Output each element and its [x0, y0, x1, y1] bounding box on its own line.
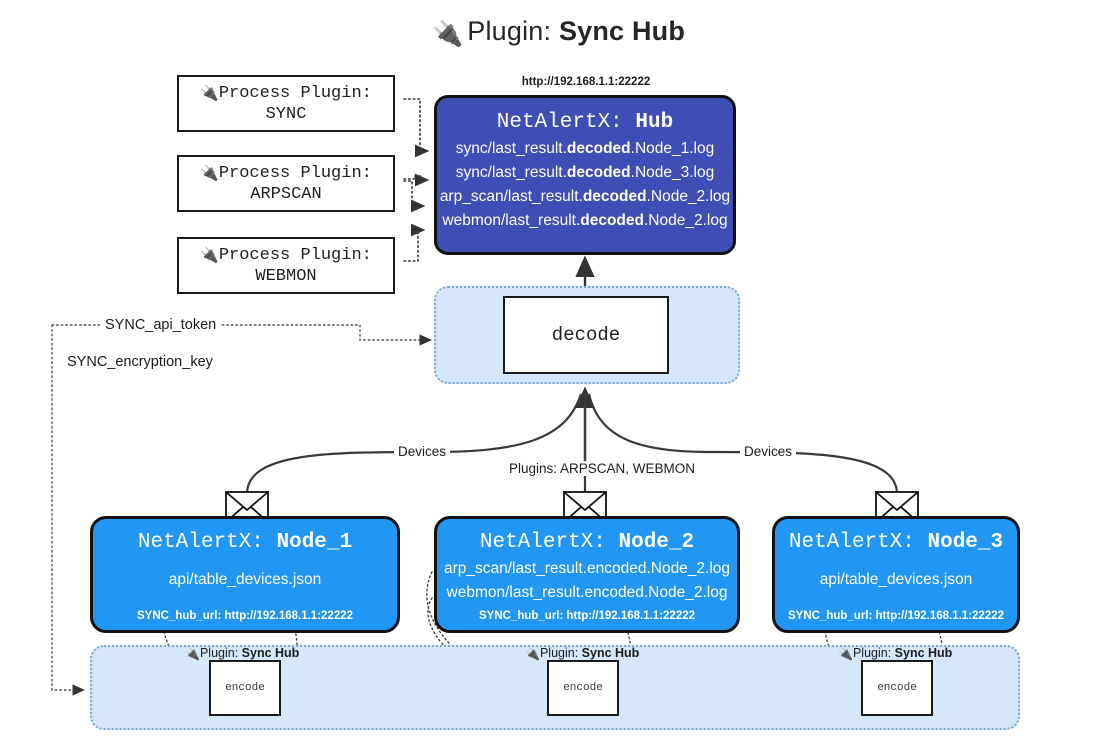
electric-plug-icon: 🔌	[200, 245, 219, 264]
node-resource-line: api/table_devices.json	[168, 571, 322, 588]
page-title: 🔌Plugin: Sync Hub	[0, 16, 1117, 49]
node-card-node2[interactable]: NetAlertX: Node_2 arp_scan/last_result.e…	[434, 516, 740, 633]
node-hub-url: SYNC_hub_url: http://192.168.1.1:22222	[478, 610, 696, 622]
node-hub-url: SYNC_hub_url: http://192.168.1.1:22222	[136, 610, 354, 622]
node-hub-url: SYNC_hub_url: http://192.168.1.1:22222	[787, 610, 1005, 622]
electric-plug-icon: 🔌	[838, 647, 853, 661]
encode-plugin-label: 🔌Plugin: Sync Hub	[525, 646, 640, 661]
encode-plugin-label: 🔌Plugin: Sync Hub	[185, 646, 300, 661]
node-card-node1[interactable]: NetAlertX: Node_1 api/table_devices.json…	[90, 516, 400, 633]
edge-label-devices-right: Devices	[740, 444, 797, 459]
page-title-name: Sync Hub	[558, 16, 686, 46]
edge-label-devices-left: Devices	[394, 444, 451, 459]
process-plugin-name: SYNC	[265, 104, 307, 124]
process-plugin-arpscan[interactable]: 🔌Process Plugin: ARPSCAN	[177, 155, 395, 212]
process-plugin-webmon[interactable]: 🔌Process Plugin: WEBMON	[177, 237, 395, 294]
process-plugin-label: 🔌Process Plugin:	[200, 163, 372, 183]
hub-log-line: sync/last_result.decoded.Node_3.log	[455, 164, 715, 181]
process-plugin-name: ARPSCAN	[250, 184, 322, 204]
decode-box[interactable]: decode	[503, 296, 669, 374]
electric-plug-icon: 🔌	[185, 647, 200, 661]
hub-log-line: sync/last_result.decoded.Node_1.log	[455, 140, 715, 157]
sync-api-token-label: SYNC_api_token	[100, 317, 222, 333]
node-title: NetAlertX: Node_2	[479, 531, 695, 554]
electric-plug-icon: 🔌	[525, 647, 540, 661]
encode-box-node1[interactable]: encode	[209, 660, 281, 716]
electric-plug-icon: 🔌	[200, 163, 219, 182]
node-resource-line: api/table_devices.json	[819, 571, 973, 588]
node-card-node3[interactable]: NetAlertX: Node_3 api/table_devices.json…	[772, 516, 1020, 633]
hub-log-line: arp_scan/last_result.decoded.Node_2.log	[439, 188, 731, 205]
sync-encryption-key-label: SYNC_encryption_key	[62, 354, 218, 370]
electric-plug-icon: 🔌	[200, 83, 219, 102]
process-plugin-label: 🔌Process Plugin:	[200, 83, 372, 103]
node-title: NetAlertX: Node_1	[137, 531, 353, 554]
hub-log-line: webmon/last_result.decoded.Node_2.log	[442, 212, 728, 229]
page-title-prefix: Plugin:	[467, 16, 552, 46]
edge-label-plugins: Plugins: ARPSCAN, WEBMON	[505, 461, 700, 476]
node-title: NetAlertX: Node_3	[788, 531, 1004, 554]
encode-box-node3[interactable]: encode	[861, 660, 933, 716]
node-resource-line: arp_scan/last_result.encoded.Node_2.log	[443, 560, 731, 577]
hub-url-label: http://192.168.1.1:22222	[521, 76, 651, 88]
process-plugin-label: 🔌Process Plugin:	[200, 245, 372, 265]
electric-plug-icon: 🔌	[431, 20, 464, 48]
encode-plugin-label: 🔌Plugin: Sync Hub	[838, 646, 953, 661]
process-plugin-name: WEBMON	[255, 266, 317, 286]
encode-box-node2[interactable]: encode	[547, 660, 619, 716]
hub-title: NetAlertX: Hub	[496, 111, 674, 134]
hub-node[interactable]: NetAlertX: Hub sync/last_result.decoded.…	[434, 95, 736, 255]
node-resource-line: webmon/last_result.encoded.Node_2.log	[446, 584, 728, 601]
process-plugin-sync[interactable]: 🔌Process Plugin: SYNC	[177, 75, 395, 132]
